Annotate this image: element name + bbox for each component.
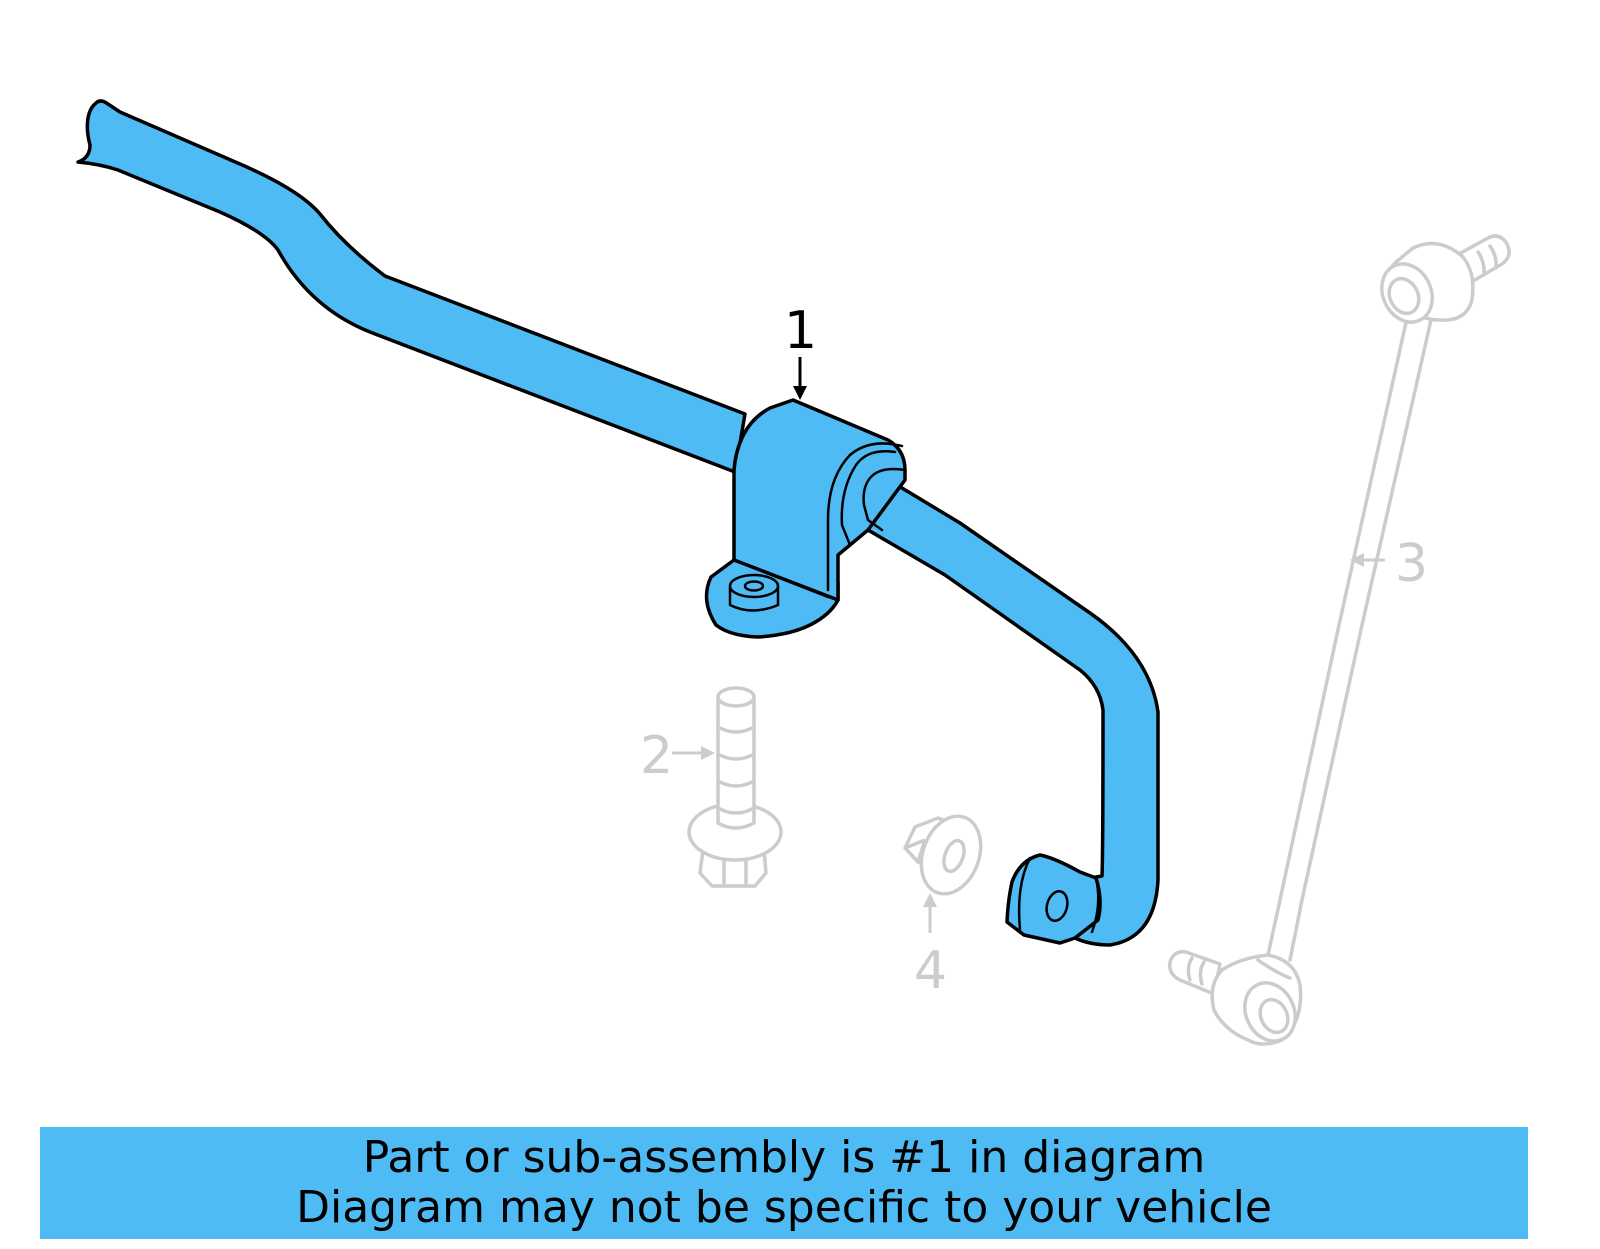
nut-part-4[interactable] — [903, 808, 991, 902]
callout-3-arrow — [1350, 553, 1385, 567]
callout-2-arrow — [672, 746, 715, 760]
bolt-part-2[interactable] — [687, 686, 783, 888]
callout-1-label[interactable]: 1 — [784, 301, 818, 361]
callout-2-label[interactable]: 2 — [640, 726, 674, 786]
stabilizer-bar-part-1[interactable] — [76, 99, 1160, 947]
callout-1-arrow — [793, 357, 807, 400]
callout-3-label[interactable]: 3 — [1395, 534, 1429, 594]
callout-4-label[interactable]: 4 — [914, 941, 948, 1001]
disclaimer-banner: Part or sub-assembly is #1 in diagram Di… — [40, 1127, 1528, 1239]
banner-vehicle-disclaimer: Diagram may not be specific to your vehi… — [296, 1182, 1272, 1233]
stabilizer-link-part-3[interactable] — [1167, 234, 1511, 1049]
banner-part-note: Part or sub-assembly is #1 in diagram — [362, 1132, 1206, 1183]
callout-4-arrow — [923, 893, 937, 933]
